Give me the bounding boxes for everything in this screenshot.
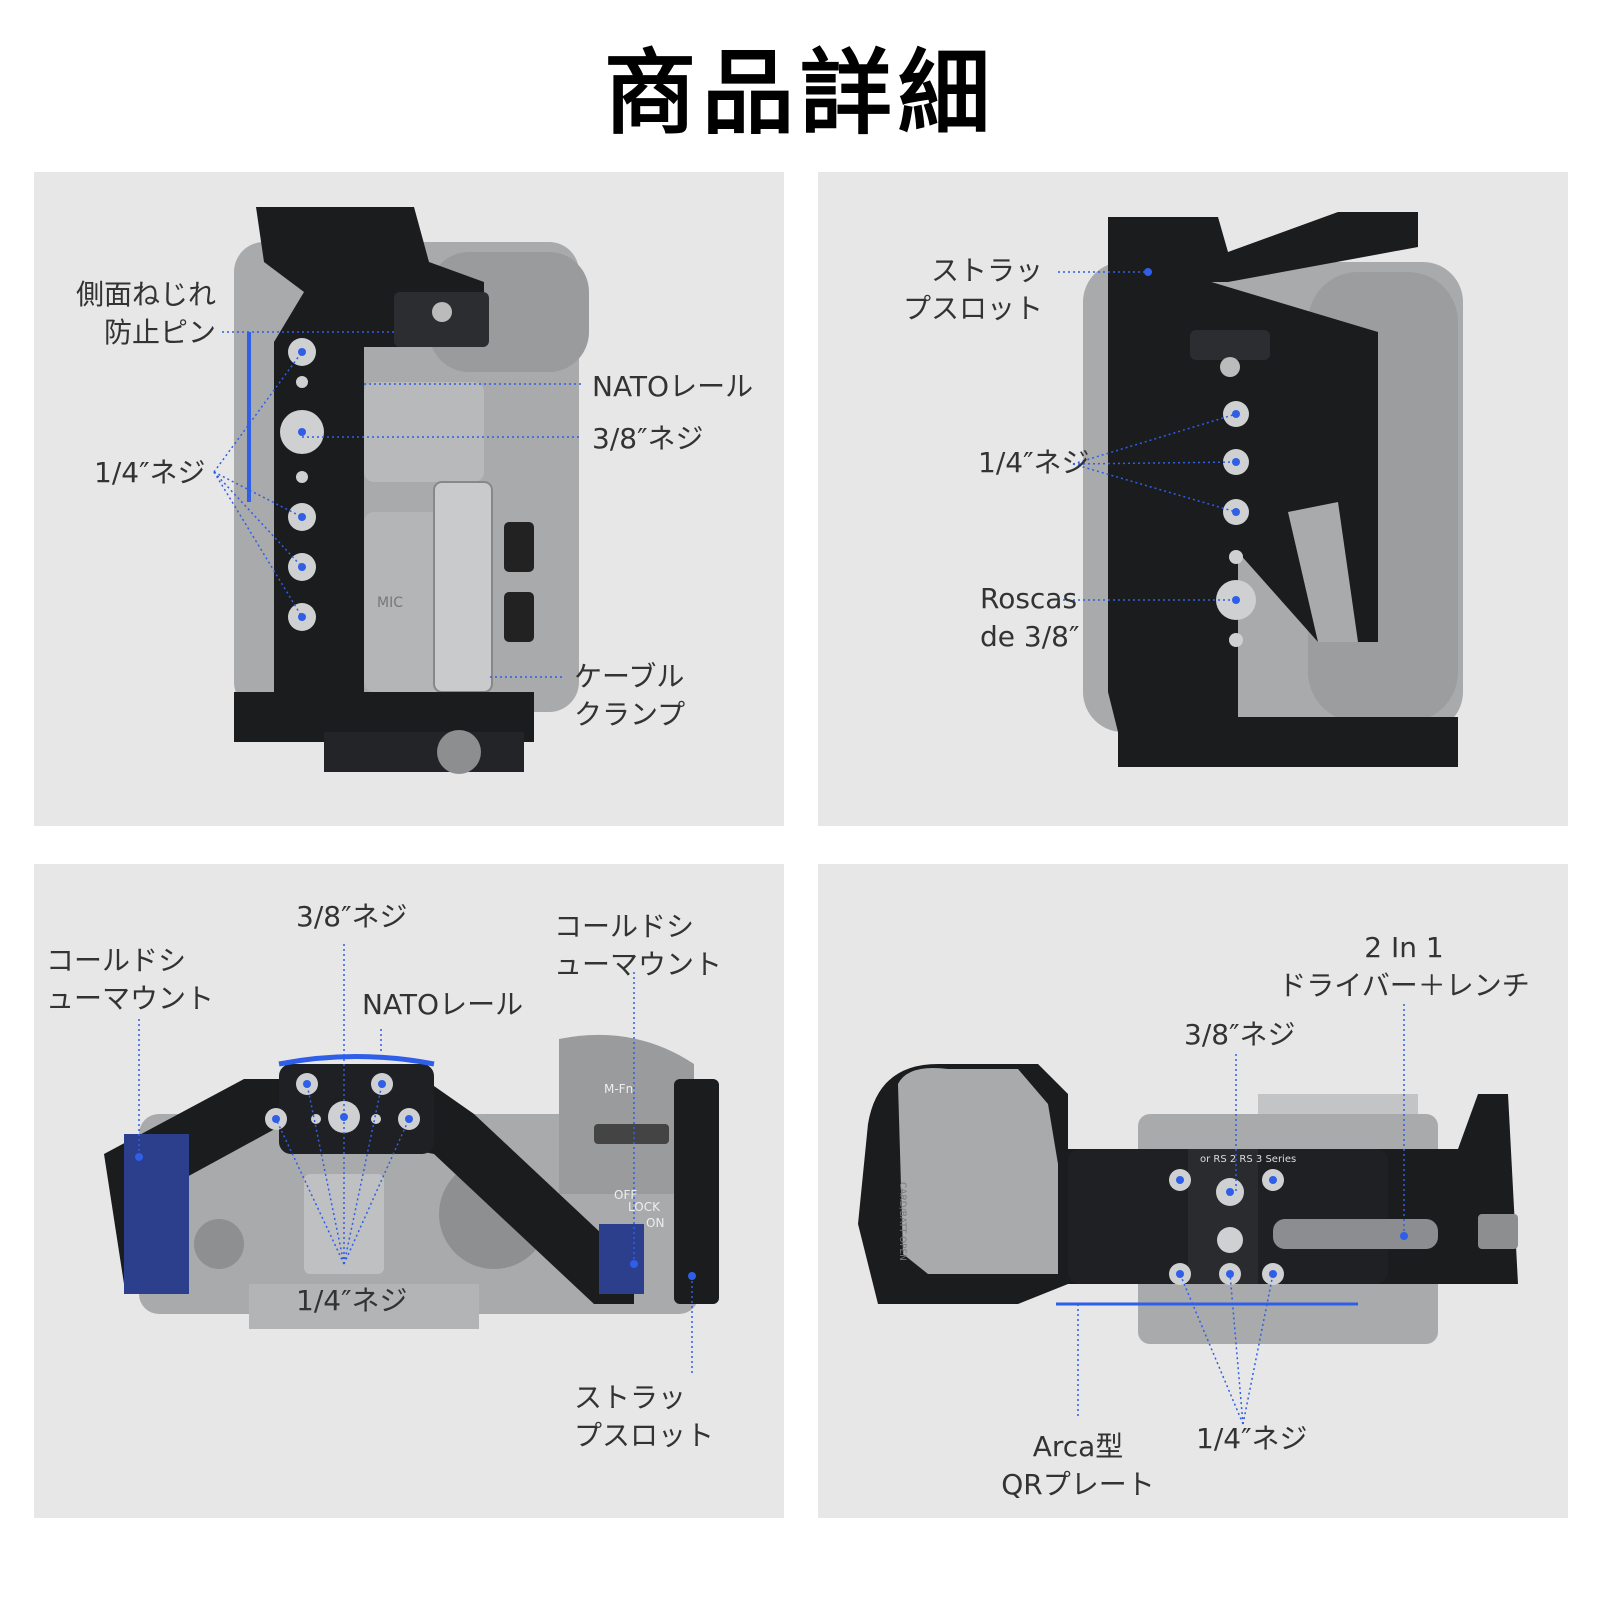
strap-slot-label-line2: プスロット: [574, 1419, 715, 1452]
arca-qr-plate-label-line2: QRプレート: [1001, 1468, 1155, 1501]
thread-38-label: 3/8″ネジ: [296, 900, 408, 933]
cold-shoe-right-label-line1: コールドシ: [554, 910, 695, 943]
strap-slot-label-line1: ストラッ: [574, 1381, 687, 1414]
nato-rail-label: NATOレール: [592, 370, 754, 403]
roscas-38-label-line2: de 3/8″: [980, 620, 1080, 653]
camera-cage-side-illustration: [213, 207, 589, 774]
cable-clamp-label: ケーブル クランプ: [574, 658, 685, 734]
thread-14-label: 1/4″ネジ: [296, 1284, 408, 1317]
camera-cage-top-illustration: [104, 944, 719, 1374]
thread-14-label: 1/4″ネジ: [1196, 1422, 1308, 1455]
cam-lock-text: LOCK: [628, 1200, 660, 1214]
arca-qr-plate-label-line1: Arca型: [1032, 1430, 1124, 1463]
cam-off-text: OFF: [614, 1188, 638, 1202]
roscas-38-label: Roscas de 3/8″: [980, 580, 1079, 656]
battery-door-text: CARD/BATT OPEN: [897, 1182, 907, 1261]
nato-rail-label: NATOレール: [362, 988, 524, 1021]
tool-label-line1: 2 In 1: [1364, 931, 1444, 964]
panel-bottom-view: or RS 2 RS 3 Series CARD/BATT OPEN 2 In …: [818, 864, 1568, 1518]
thread-14-label: 1/4″ネジ: [94, 456, 206, 489]
cam-mfn-text: M-Fn: [604, 1082, 634, 1096]
strap-slot-label: ストラッ プスロット: [574, 1379, 714, 1455]
cold-shoe-left-label-line2: ューマウント: [46, 982, 215, 1015]
anti-twist-pin-label-line2: 防止ピン: [103, 316, 216, 349]
arca-qr-plate-label: Arca型 QRプレート: [978, 1428, 1178, 1504]
camera-cage-grip-illustration: [1058, 212, 1463, 767]
cable-clamp-label-line1: ケーブル: [574, 660, 685, 693]
cold-shoe-left-label-line1: コールドシ: [46, 944, 187, 977]
tool-label-line2: ドライバー＋レンチ: [1278, 969, 1530, 1002]
camera-cage-bottom-illustration: [858, 1004, 1518, 1425]
page-title: 商品詳細: [603, 40, 996, 147]
thread-38-label: 3/8″ネジ: [1184, 1018, 1296, 1051]
anti-twist-pin-label-line1: 側面ねじれ: [75, 278, 216, 311]
strap-slot-label-line1: ストラッ: [930, 254, 1043, 287]
panel-top-view: M-Fn OFF LOCK ON コールドシ ューマウント 3/8″ネジ NAT…: [34, 864, 784, 1518]
cam-mic-text: MIC: [377, 595, 403, 611]
cable-clamp-label-line2: クランプ: [574, 698, 686, 731]
cold-shoe-right-label-line2: ューマウント: [554, 948, 723, 981]
roscas-38-label-line1: Roscas: [980, 582, 1078, 615]
panel-side-view-right: ストラッ プスロット 1/4″ネジ Roscas de 3/8″: [818, 172, 1568, 826]
panel-side-view-left: MIC 側面ねじれ 防止ピン NATOレール 3/8″ネジ 1/4″ネジ ケーブ…: [34, 172, 784, 826]
tool-label: 2 In 1 ドライバー＋レンチ: [1254, 929, 1554, 1005]
thread-38-label: 3/8″ネジ: [592, 422, 704, 455]
strap-slot-label: ストラッ プスロット: [858, 252, 1043, 328]
plate-text: or RS 2 RS 3 Series: [1200, 1154, 1297, 1165]
thread-14-label: 1/4″ネジ: [978, 446, 1090, 479]
anti-twist-pin-label: 側面ねじれ 防止ピン: [34, 276, 216, 352]
cold-shoe-right-label: コールドシ ューマウント: [554, 908, 722, 984]
strap-slot-label-line2: プスロット: [902, 292, 1043, 325]
cam-on-text: ON: [646, 1216, 665, 1230]
cold-shoe-left-label: コールドシ ューマウント: [46, 942, 214, 1018]
